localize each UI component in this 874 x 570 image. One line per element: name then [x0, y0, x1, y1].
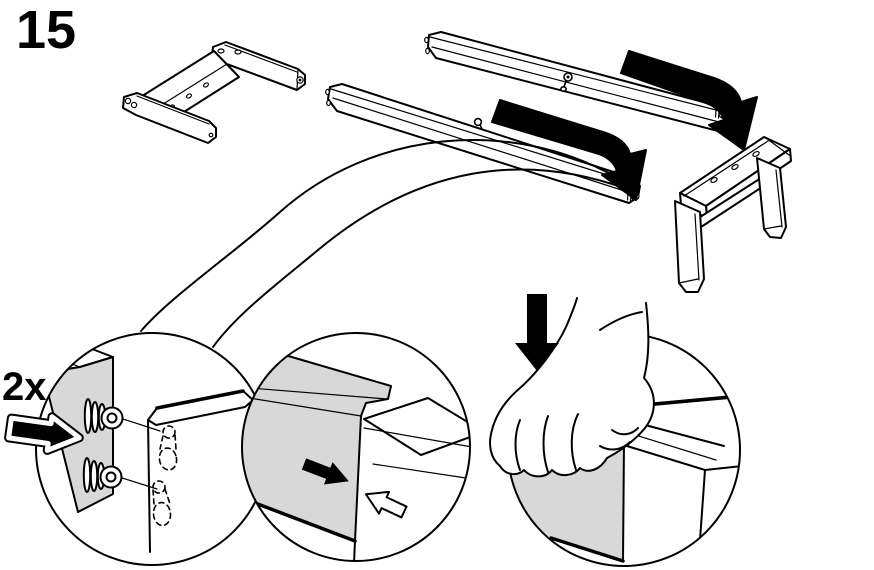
- dowel-pin: [83, 398, 124, 434]
- hidden-hole-dashed: [158, 425, 178, 471]
- crossbar-hole: [186, 93, 192, 99]
- frame-leg-lines: [122, 95, 210, 125]
- rail-bottom-edge: [242, 496, 357, 543]
- dowel-pin: [425, 47, 430, 55]
- frame-leg-front: [674, 200, 705, 293]
- leg-end-hole-center: [298, 78, 302, 82]
- crossbar-hole: [731, 163, 739, 171]
- push-arrow-icon: [4, 412, 84, 455]
- hidden-hole-dashed: [152, 480, 172, 527]
- dowel-pin: [424, 36, 429, 44]
- detail-circle-outline: [241, 332, 471, 562]
- rail-chamfer-lines: [242, 387, 388, 417]
- leader-inner-curve: [212, 168, 628, 348]
- quantity-label: 2x: [2, 365, 47, 409]
- dowel-alignment-lines: [118, 417, 161, 490]
- dowel-hole: [234, 49, 242, 55]
- insert-arrow-lower: [491, 99, 647, 201]
- dowel-pin: [82, 457, 123, 493]
- insert-arrow-upper: [620, 50, 758, 151]
- leader-outer-curve: [140, 139, 615, 332]
- frame-leg: [122, 92, 217, 144]
- dowel-hole: [217, 48, 225, 54]
- rail-bottom-edge: [549, 536, 625, 563]
- end-frame-flat: [122, 41, 306, 144]
- rail-edges: [330, 88, 632, 194]
- leg-lines: [678, 213, 700, 284]
- press-down-arrow-icon: [515, 294, 559, 371]
- fist-outline: [489, 297, 655, 478]
- dowel-hole: [130, 101, 138, 109]
- crossbar-hole: [710, 176, 718, 184]
- leg-part-top-face: [363, 397, 470, 456]
- end-frame-upright: [674, 136, 792, 293]
- leg-lines: [763, 169, 783, 230]
- crossbar-hole: [203, 82, 209, 88]
- hand-crease-lines: [599, 311, 643, 451]
- main-view: [122, 31, 792, 293]
- dowel-pin: [325, 88, 330, 96]
- push-arrow-icon: [301, 458, 349, 485]
- joint-line-lower: [353, 540, 356, 561]
- hook-fitting: [473, 117, 483, 130]
- leg-end-hole: [208, 132, 214, 138]
- leg-part-lines: [363, 427, 470, 479]
- crossbar-hole: [752, 150, 760, 158]
- detail-circle-content: [242, 352, 470, 561]
- fist-icon: [489, 297, 655, 478]
- detail-press-down: [489, 294, 741, 567]
- hook-fitting: [560, 72, 573, 93]
- dowel-pin: [326, 99, 331, 107]
- crossbar-lines: [683, 137, 790, 197]
- finger-lines: [514, 413, 579, 473]
- rail-edges: [429, 36, 721, 123]
- step-number: 15: [16, 0, 76, 60]
- leg-part-top-edge: [155, 389, 245, 410]
- detail-dowel-alignment: 2x: [2, 332, 269, 566]
- detail-push-together: [241, 332, 471, 562]
- zoom-balloon-leader: [140, 139, 628, 348]
- dowel-hole: [124, 97, 132, 105]
- counter-arrow-outline-icon: [364, 490, 408, 519]
